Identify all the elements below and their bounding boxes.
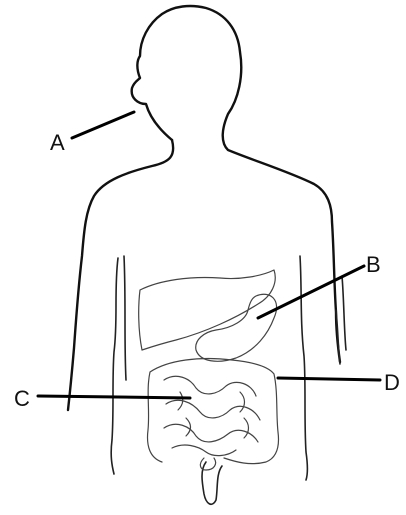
small-intestine	[164, 376, 260, 455]
leader-line-a	[72, 112, 134, 138]
label-a: A	[50, 130, 65, 155]
left-arm-outline	[68, 140, 173, 410]
label-d: D	[384, 370, 400, 395]
leader-line-d	[278, 378, 380, 380]
label-b: B	[366, 252, 381, 277]
left-inner-arm-line	[111, 258, 118, 474]
right-inner-arm-line	[300, 256, 308, 480]
stomach	[196, 294, 277, 361]
label-c: C	[14, 386, 30, 411]
leader-line-c	[38, 396, 190, 398]
liver	[139, 270, 276, 350]
left-torso-line	[124, 256, 126, 380]
leader-line-b	[258, 266, 364, 318]
large-intestine	[148, 359, 279, 464]
body-outline	[132, 6, 340, 362]
right-torso-line	[342, 276, 346, 350]
